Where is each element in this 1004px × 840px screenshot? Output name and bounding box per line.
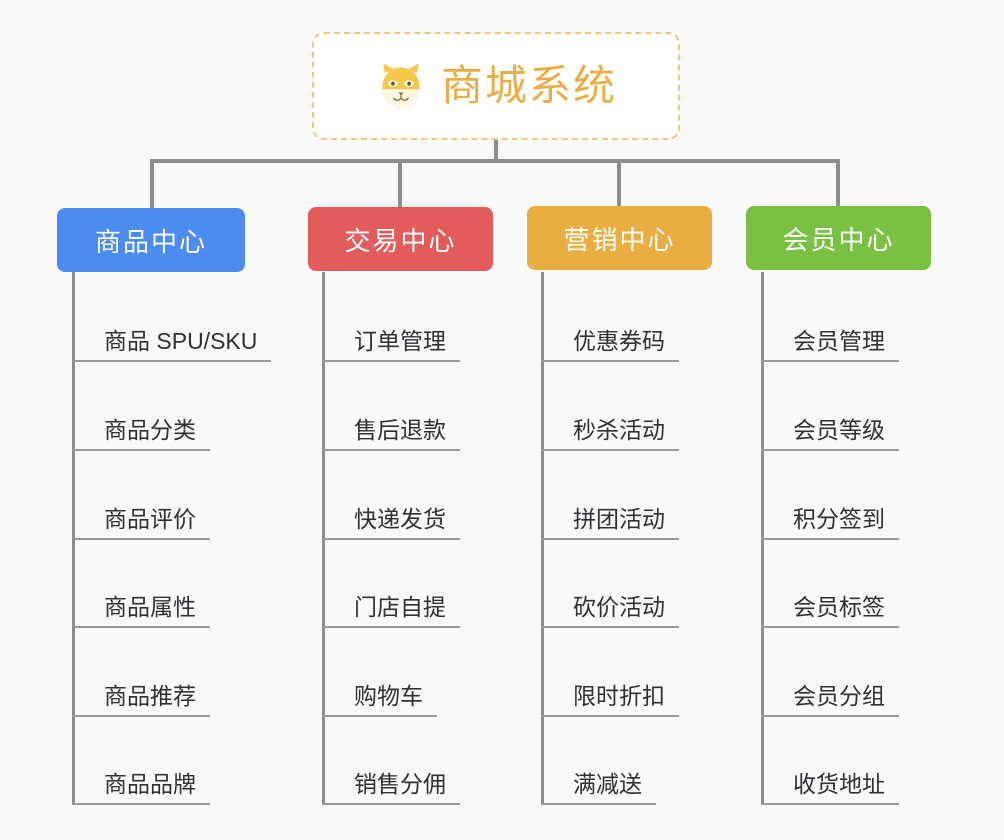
category-label: 营销中心 xyxy=(563,224,676,255)
leaf-item[interactable]: 商品推荐 xyxy=(72,627,210,717)
leaf-item[interactable]: 商品评价 xyxy=(72,450,210,540)
leaf-label: 快递发货 xyxy=(322,506,460,540)
connector-drop-4 xyxy=(836,159,840,209)
category-box-3[interactable]: 营销中心 xyxy=(527,206,712,270)
leaf-label: 商品属性 xyxy=(72,594,210,628)
leaf-item[interactable]: 门店自提 xyxy=(322,538,460,628)
leaf-label: 收货地址 xyxy=(761,771,899,805)
leaf-label: 售后退款 xyxy=(322,417,460,451)
category-label: 交易中心 xyxy=(344,225,457,256)
leaf-item[interactable]: 快递发货 xyxy=(322,450,460,540)
leaf-item[interactable]: 售后退款 xyxy=(322,361,460,451)
leaf-item[interactable]: 商品属性 xyxy=(72,538,210,628)
leaf-label: 商品推荐 xyxy=(72,683,210,717)
leaf-item[interactable]: 拼团活动 xyxy=(541,450,679,540)
leaf-label: 会员等级 xyxy=(761,417,899,451)
connector-root-stem xyxy=(494,140,498,162)
leaf-label: 拼团活动 xyxy=(541,506,679,540)
leaf-label: 优惠券码 xyxy=(541,328,679,362)
leaf-item[interactable]: 积分签到 xyxy=(761,450,899,540)
category-label: 会员中心 xyxy=(782,224,895,255)
connector-drop-1 xyxy=(150,159,154,209)
leaf-label: 砍价活动 xyxy=(541,594,679,628)
category-label: 商品中心 xyxy=(94,226,207,257)
connector-drop-3 xyxy=(617,159,621,209)
leaf-label: 商品品牌 xyxy=(72,771,210,805)
leaf-item[interactable]: 销售分佣 xyxy=(322,715,460,805)
leaf-item[interactable]: 商品品牌 xyxy=(72,715,210,805)
leaf-label: 商品分类 xyxy=(72,417,210,451)
leaf-item[interactable]: 砍价活动 xyxy=(541,538,679,628)
root-node-mall-system[interactable]: 商城系统 xyxy=(312,32,680,140)
leaf-item[interactable]: 会员等级 xyxy=(761,361,899,451)
leaf-item[interactable]: 订单管理 xyxy=(322,272,460,362)
leaf-label: 限时折扣 xyxy=(541,683,679,717)
leaf-label: 商品 SPU/SKU xyxy=(72,328,272,362)
leaf-item[interactable]: 秒杀活动 xyxy=(541,361,679,451)
leaf-label: 会员管理 xyxy=(761,328,899,362)
leaf-item[interactable]: 满减送 xyxy=(541,715,656,805)
leaf-label: 会员分组 xyxy=(761,683,899,717)
leaf-item[interactable]: 购物车 xyxy=(322,627,437,717)
leaf-label: 销售分佣 xyxy=(322,771,460,805)
leaf-label: 门店自提 xyxy=(322,594,460,628)
connector-drop-2 xyxy=(398,159,402,209)
leaf-label: 商品评价 xyxy=(72,506,210,540)
leaf-label: 满减送 xyxy=(541,771,656,805)
leaf-item[interactable]: 会员标签 xyxy=(761,538,899,628)
leaf-item[interactable]: 会员管理 xyxy=(761,272,899,362)
leaf-item[interactable]: 收货地址 xyxy=(761,715,899,805)
leaf-item[interactable]: 商品分类 xyxy=(72,361,210,451)
leaf-label: 积分签到 xyxy=(761,506,899,540)
leaf-label: 会员标签 xyxy=(761,594,899,628)
category-box-2[interactable]: 交易中心 xyxy=(308,207,493,271)
shiba-dog-face-icon xyxy=(375,60,427,112)
leaf-item[interactable]: 商品 SPU/SKU xyxy=(72,272,272,362)
leaf-label: 购物车 xyxy=(322,683,437,717)
leaf-label: 订单管理 xyxy=(322,328,460,362)
leaf-item[interactable]: 优惠券码 xyxy=(541,272,679,362)
category-box-4[interactable]: 会员中心 xyxy=(746,206,931,270)
category-box-1[interactable]: 商品中心 xyxy=(57,208,245,272)
leaf-item[interactable]: 会员分组 xyxy=(761,627,899,717)
connector-horizontal-bus xyxy=(150,159,840,163)
leaf-item[interactable]: 限时折扣 xyxy=(541,627,679,717)
leaf-label: 秒杀活动 xyxy=(541,417,679,451)
root-title: 商城系统 xyxy=(440,62,617,109)
